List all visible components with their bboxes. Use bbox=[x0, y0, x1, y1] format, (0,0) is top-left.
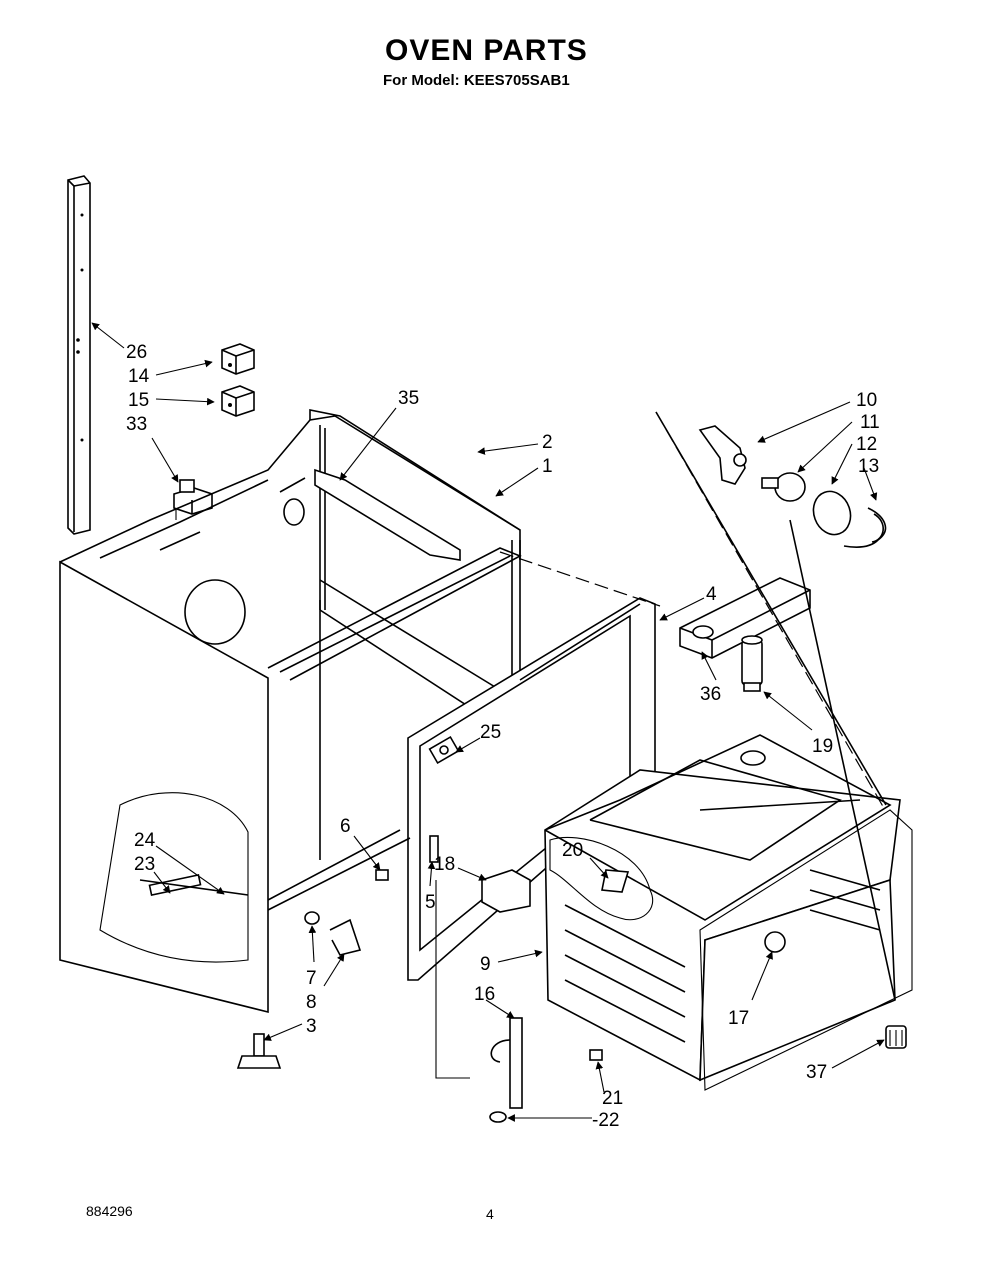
callout-14: 14 bbox=[128, 366, 150, 387]
callout-26: 26 bbox=[126, 342, 147, 363]
part-11-light-bulb bbox=[761, 472, 806, 502]
callout-37: 37 bbox=[806, 1062, 827, 1083]
callout-8: 8 bbox=[306, 992, 317, 1013]
part-16-hinge-bracket bbox=[490, 1017, 523, 1109]
callout-36: 36 bbox=[700, 684, 721, 705]
callout-labels: 26 14 15 33 35 2 1 10 11 12 13 4 36 19 2… bbox=[126, 342, 880, 1131]
callout-1: 1 bbox=[542, 456, 553, 477]
part-10-light-socket bbox=[698, 425, 747, 485]
part-33-switch bbox=[173, 479, 213, 520]
callout-13: 13 bbox=[858, 456, 879, 477]
callout-16: 16 bbox=[474, 984, 495, 1005]
callout-20: 20 bbox=[562, 840, 583, 861]
part-8-bracket bbox=[329, 918, 362, 956]
leader-lines bbox=[91, 322, 885, 1122]
callout-18: 18 bbox=[434, 854, 455, 875]
callout-21: 21 bbox=[602, 1088, 623, 1109]
document-number: 884296 bbox=[86, 1203, 133, 1219]
callout-19: 19 bbox=[812, 736, 833, 757]
callout-4: 4 bbox=[706, 584, 717, 605]
callout-5: 5 bbox=[425, 892, 436, 913]
part-7-washer bbox=[304, 911, 320, 925]
callout-7: 7 bbox=[306, 968, 317, 989]
callout-2: 2 bbox=[542, 432, 553, 453]
part-25-connector bbox=[428, 735, 460, 765]
part-22-washer bbox=[489, 1111, 507, 1123]
part-21-screw bbox=[589, 1049, 603, 1061]
part-3-leveling-leg bbox=[236, 1033, 282, 1069]
callout-25: 25 bbox=[480, 722, 501, 743]
oven-liner bbox=[544, 734, 913, 1091]
callout-33: 33 bbox=[126, 414, 147, 435]
part-14-block bbox=[221, 343, 255, 375]
part-18-bracket bbox=[481, 869, 531, 913]
page-number: 4 bbox=[486, 1206, 494, 1222]
callout-22: -22 bbox=[592, 1110, 619, 1131]
model-subtitle: For Model: KEES705SAB1 bbox=[383, 72, 570, 89]
page-title: OVEN PARTS bbox=[385, 34, 588, 67]
callout-10: 10 bbox=[856, 390, 877, 411]
callout-9: 9 bbox=[480, 954, 491, 975]
callout-12: 12 bbox=[856, 434, 877, 455]
part-6-clip bbox=[375, 869, 389, 881]
callout-11: 11 bbox=[860, 412, 880, 433]
callout-35: 35 bbox=[398, 388, 419, 409]
callout-3: 3 bbox=[306, 1016, 317, 1037]
part-13-wire-clip bbox=[843, 507, 887, 548]
callout-24: 24 bbox=[134, 830, 156, 851]
callout-6: 6 bbox=[340, 816, 351, 837]
cabinet-body bbox=[59, 409, 656, 1014]
part-26-side-trim bbox=[67, 175, 91, 535]
callout-17: 17 bbox=[728, 1008, 749, 1029]
callout-23: 23 bbox=[134, 854, 155, 875]
part-12-light-lens bbox=[812, 490, 852, 536]
callout-15: 15 bbox=[128, 390, 149, 411]
part-19-tube bbox=[741, 635, 763, 692]
part-37-foot bbox=[885, 1025, 907, 1049]
part-15-block bbox=[221, 385, 255, 417]
